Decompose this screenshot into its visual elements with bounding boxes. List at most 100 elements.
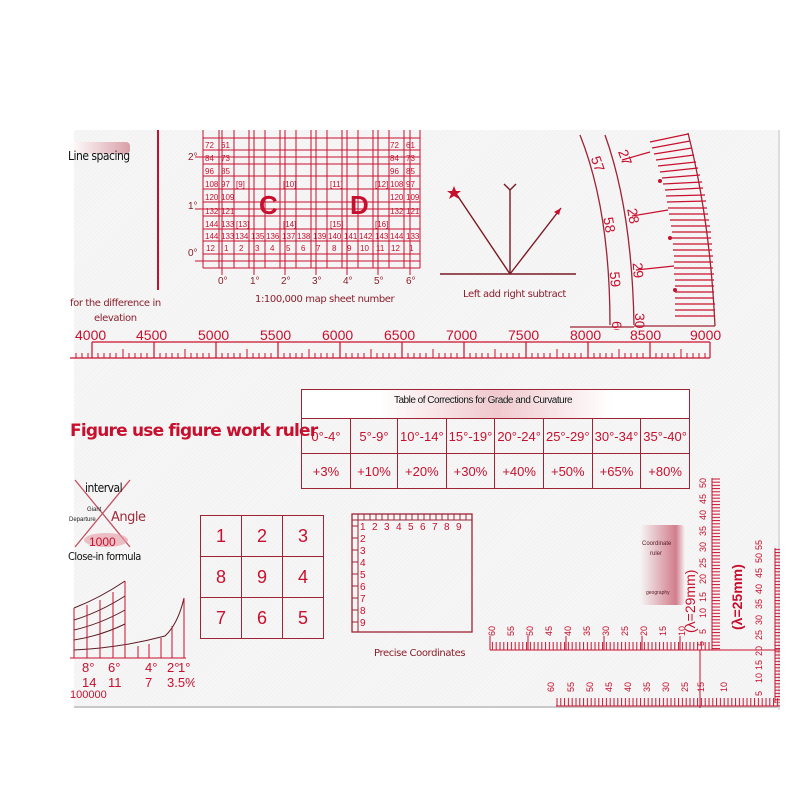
svg-text:135: 135 [251,232,265,241]
svg-text:7500: 7500 [508,327,539,343]
svg-text:59: 59 [607,271,624,288]
grid-cell: 3 [282,515,324,557]
svg-text:60: 60 [487,626,497,636]
svg-text:40: 40 [623,682,633,692]
bearing-diagram [440,183,576,275]
svg-text:50: 50 [754,553,764,563]
svg-text:30: 30 [754,615,764,625]
svg-text:50: 50 [525,626,535,636]
geography-label: geography [646,590,670,596]
range-cell: 35°-40° [640,418,690,454]
svg-text:7: 7 [360,594,366,605]
svg-text:84: 84 [390,154,399,163]
svg-text:12: 12 [391,244,400,253]
svg-text:8: 8 [444,522,450,533]
grid-cell: 8 [200,556,242,598]
svg-text:40: 40 [563,626,573,636]
svg-text:[10]: [10] [283,180,296,189]
svg-text:7: 7 [432,522,438,533]
svg-text:6: 6 [301,244,306,253]
svg-text:73: 73 [221,154,230,163]
svg-text:120: 120 [390,193,404,202]
svg-text:[9]: [9] [236,180,245,189]
svg-text:142: 142 [359,232,373,241]
letter-c: C [259,190,278,220]
svg-text:11: 11 [108,675,122,690]
svg-text:138: 138 [297,232,311,241]
svg-text:3: 3 [255,244,260,253]
svg-text:9: 9 [360,618,366,629]
svg-text:60: 60 [609,321,625,330]
svg-text:8500: 8500 [630,327,661,343]
svg-text:6°: 6° [406,276,416,287]
svg-text:(λ=29mm): (λ=29mm) [682,570,698,633]
map-sheet-caption: 1:100,000 map sheet number [255,294,395,305]
svg-text:144: 144 [205,220,219,229]
svg-text:11: 11 [376,244,385,253]
svg-text:[14]: [14] [283,220,296,229]
correction-cell: +65% [591,453,642,489]
svg-text:25: 25 [754,630,764,640]
svg-text:5: 5 [408,522,414,533]
svg-text:8000: 8000 [570,327,601,343]
interval-label: interval [85,481,123,495]
svg-text:58: 58 [600,216,618,234]
svg-text:109: 109 [406,193,420,202]
grid-cell: 7 [200,597,242,639]
svg-text:3: 3 [360,546,366,557]
svg-text:4: 4 [360,558,366,569]
svg-text:121: 121 [221,207,235,216]
correction-cell: +10% [350,453,398,489]
protractor-arc: 27 28 29 30 57 58 59 60 [570,132,716,330]
svg-text:2°: 2° [188,152,198,163]
coordinate-ruler-label: Coordinate [642,541,672,547]
svg-text:50: 50 [698,478,708,488]
svg-text:4500: 4500 [136,327,167,343]
svg-text:20: 20 [754,646,764,656]
coordinate-ruler: 5 10 15 20 25 30 35 40 45 50 (λ=29mm) (λ… [487,478,780,708]
svg-text:10: 10 [698,608,708,618]
svg-text:0°: 0° [188,248,198,259]
svg-text:[11]: [11] [330,180,343,189]
correction-cell: +20% [397,453,447,489]
nine-grid: 1 2 3 8 9 4 7 6 5 [200,515,324,639]
svg-text:5: 5 [754,691,764,696]
svg-text:6: 6 [420,522,426,533]
svg-text:35: 35 [642,682,652,692]
svg-text:108: 108 [390,180,404,189]
svg-text:4: 4 [270,244,275,253]
svg-text:55: 55 [506,626,516,636]
smudge [70,142,130,154]
svg-text:(λ=25mm): (λ=25mm) [729,564,745,630]
svg-text:15: 15 [696,682,706,692]
range-cell: 20°-24° [494,418,544,454]
svg-text:7: 7 [145,675,152,690]
svg-text:9: 9 [456,522,462,533]
svg-text:15: 15 [754,660,764,670]
svg-text:84: 84 [205,154,214,163]
svg-text:133: 133 [406,232,420,241]
range-cell: 10°-14° [397,418,447,454]
svg-text:97: 97 [221,180,230,189]
table-row-corrections: +3% +10% +20% +30% +40% +50% +65% +80% [301,453,690,489]
svg-text:6°: 6° [108,660,120,675]
svg-text:60: 60 [546,682,556,692]
svg-text:2: 2 [372,522,378,533]
correction-cell: +30% [445,453,496,489]
grid-cell: 2 [241,515,283,557]
svg-text:25: 25 [620,626,630,636]
svg-text:6500: 6500 [384,327,415,343]
svg-text:45: 45 [604,682,614,692]
svg-text:28: 28 [624,207,642,225]
svg-text:100000: 100000 [70,689,107,698]
vertical-divider [157,130,159,290]
svg-text:134: 134 [235,232,249,241]
svg-text:57: 57 [588,154,608,174]
svg-text:10: 10 [677,626,687,636]
svg-text:45: 45 [698,494,708,504]
svg-text:[12]: [12] [375,180,388,189]
svg-text:30: 30 [698,542,708,552]
svg-text:61: 61 [221,141,230,150]
svg-text:35: 35 [698,526,708,536]
